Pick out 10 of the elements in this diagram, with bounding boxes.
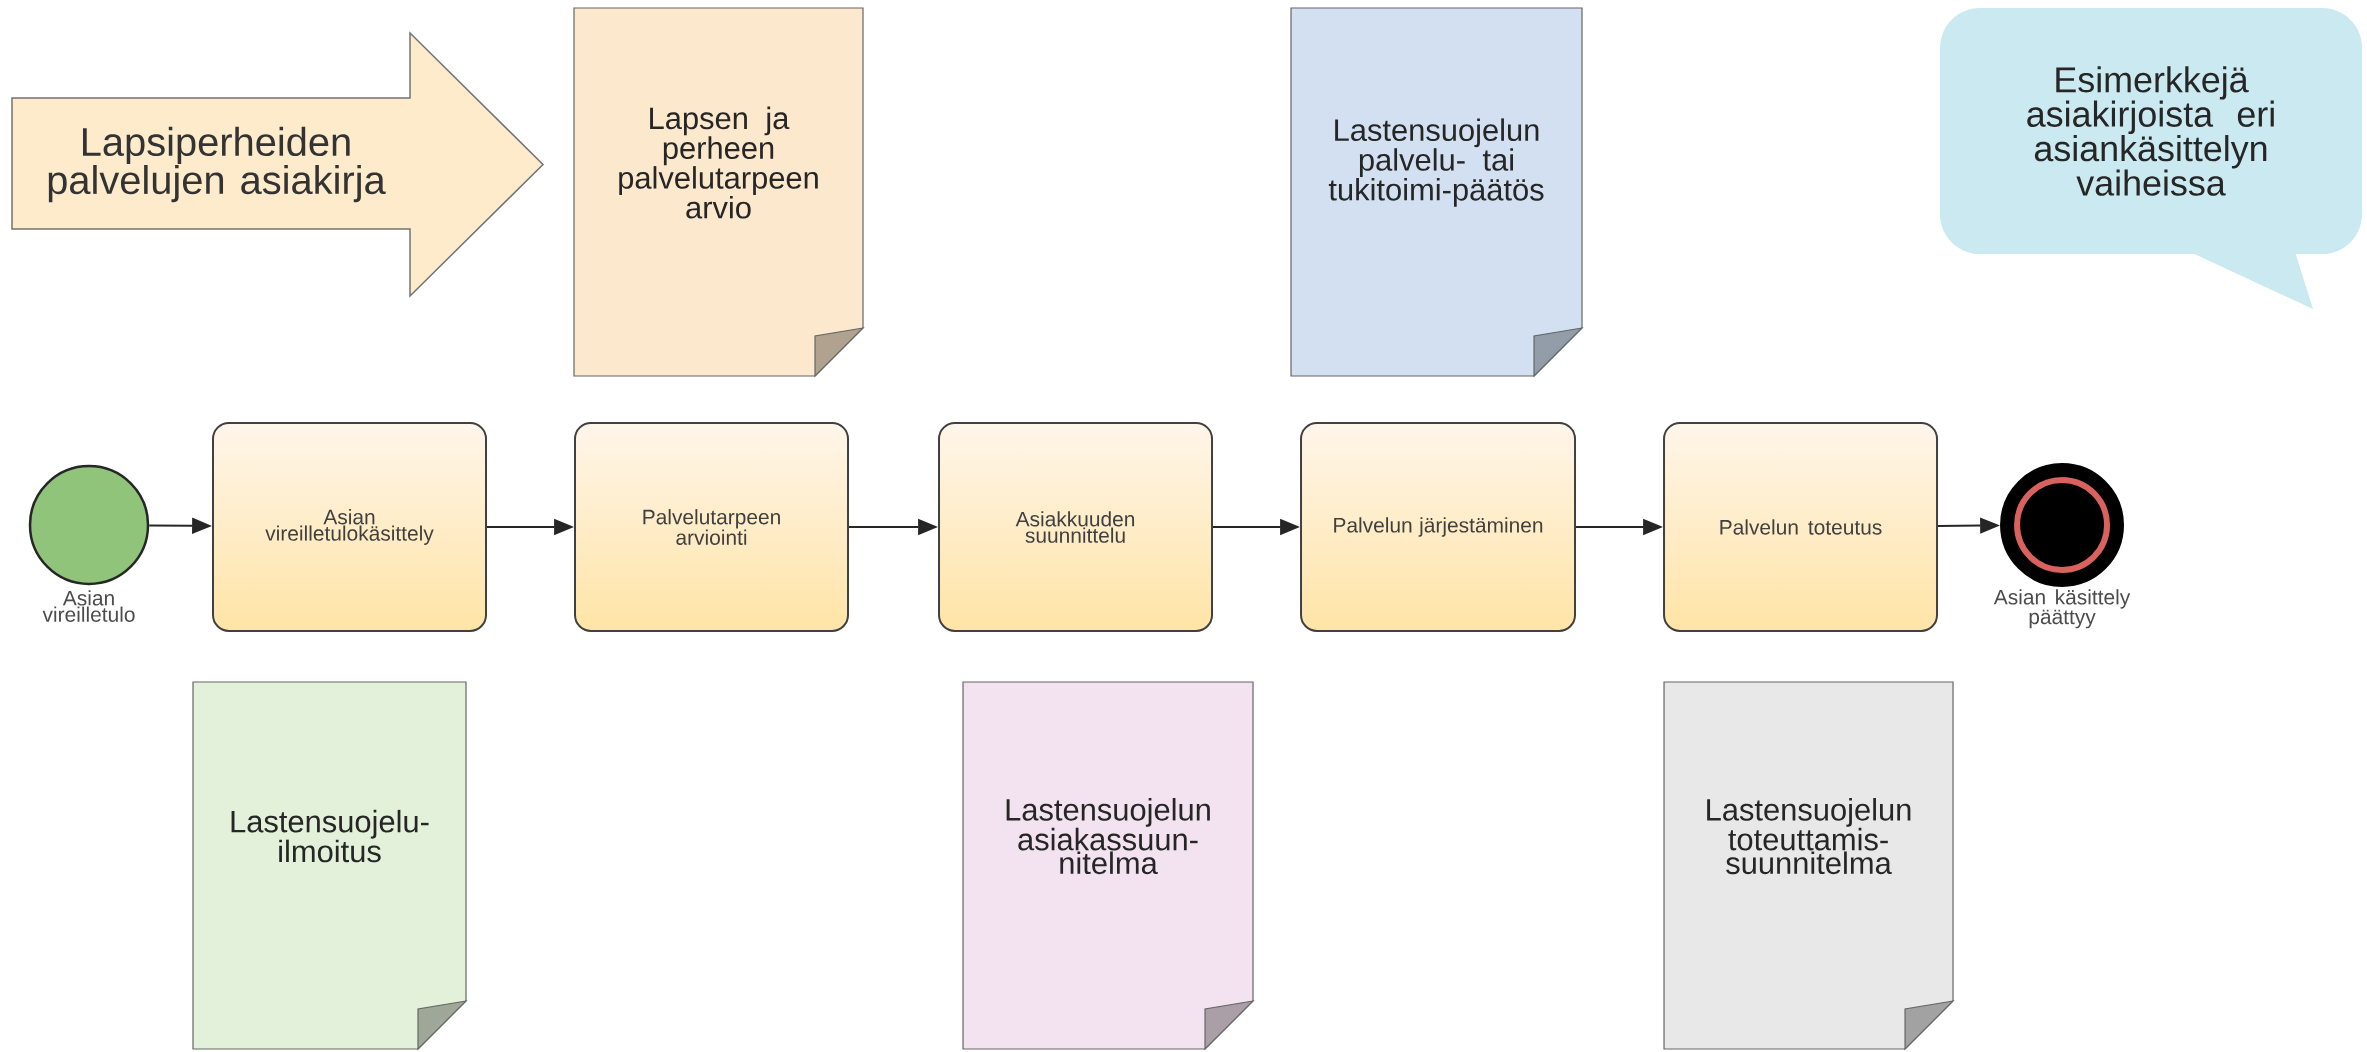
event-label: Asian vireilletulo <box>42 590 135 622</box>
speech-bubble: Esimerkkejä asiakirjoista eri asiankäsittelyn vaiheissa <box>1940 8 2363 309</box>
process-box: Palvelun toteutus <box>1663 422 1939 632</box>
event-label: Asian käsittely päättyy <box>1993 589 2131 629</box>
end-event <box>2000 463 2124 587</box>
process-box: Palvelun järjestäminen <box>1300 422 1576 632</box>
process-box: Palvelutarpeen arviointi <box>574 422 849 632</box>
process-box: Asian vireilletulokäsittely <box>212 422 487 632</box>
start-event <box>28 464 150 586</box>
process-box: Asiakkuuden suunnittelu <box>938 422 1213 632</box>
